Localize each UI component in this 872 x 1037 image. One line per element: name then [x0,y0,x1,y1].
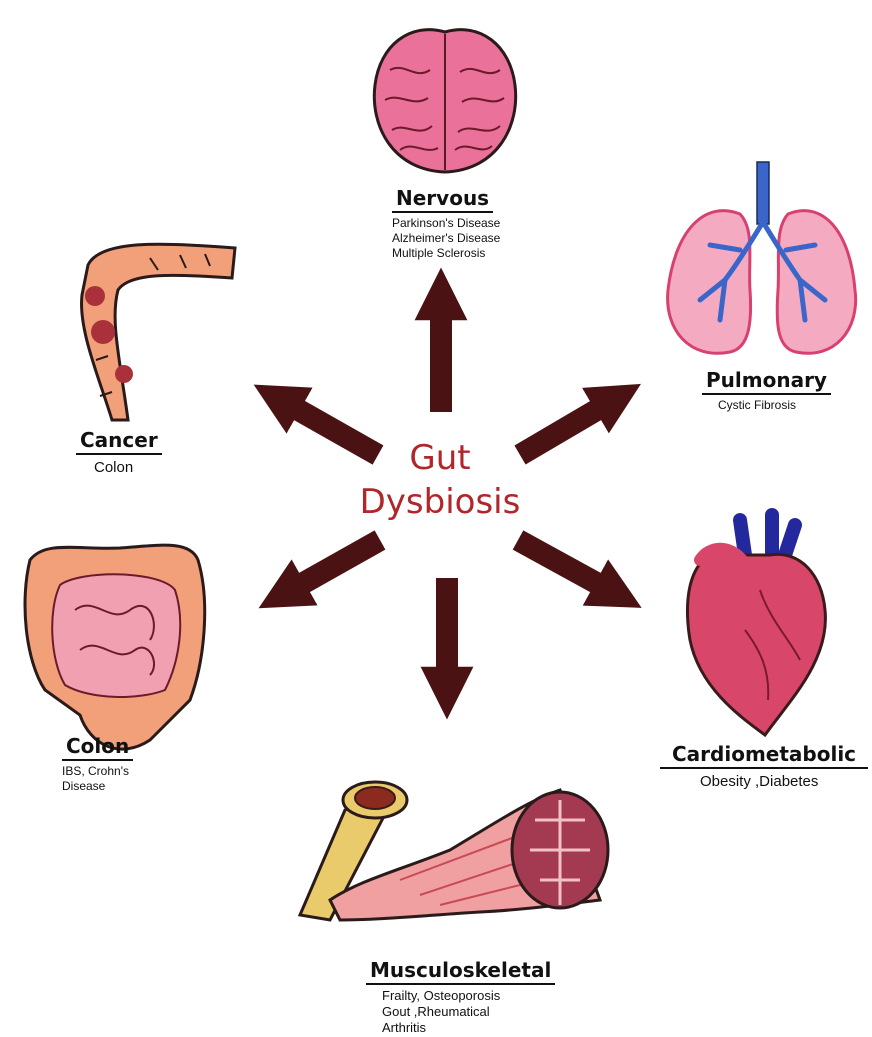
cancer-conditions: Colon [76,458,162,477]
intestines-icon [25,545,205,749]
pulmonary-heading: Pulmonary [702,368,831,395]
condition-item: Multiple Sclerosis [392,246,500,261]
cardiometabolic-label: Cardiometabolic Obesity ,Diabetes [660,742,868,791]
nervous-conditions: Parkinson's Disease Alzheimer's Disease … [392,216,500,261]
condition-item: Alzheimer's Disease [392,231,500,246]
nervous-label: Nervous Parkinson's Disease Alzheimer's … [392,186,500,261]
colon-label: Colon IBS, Crohn's Disease [62,734,133,794]
lungs-icon [668,162,856,353]
condition-item: Cystic Fibrosis [718,398,831,413]
cancer-label: Cancer Colon [76,428,162,477]
condition-item: Obesity ,Diabetes [700,772,868,791]
center-title-line2: Dysbiosis [340,480,540,524]
brain-icon [374,30,515,172]
pulmonary-label: Pulmonary Cystic Fibrosis [702,368,831,413]
colon-heading: Colon [62,734,133,761]
arrow-to-colon [300,540,380,585]
condition-item: Disease [62,779,133,794]
cardiometabolic-conditions: Obesity ,Diabetes [660,772,868,791]
arrow-to-cardiometabolic [518,540,600,585]
muscle-bone-icon [300,782,608,920]
cardiometabolic-heading: Cardiometabolic [660,742,868,769]
nervous-heading: Nervous [392,186,493,213]
cancer-heading: Cancer [76,428,162,455]
pulmonary-conditions: Cystic Fibrosis [702,398,831,413]
condition-item: Colon [94,458,162,477]
condition-item: Arthritis [382,1020,555,1036]
musculoskeletal-conditions: Frailty, Osteoporosis Gout ,Rheumatical … [366,988,555,1036]
condition-item: Gout ,Rheumatical [382,1004,555,1020]
musculoskeletal-label: Musculoskeletal Frailty, Osteoporosis Go… [366,958,555,1036]
center-title-line1: Gut [340,436,540,480]
condition-item: IBS, Crohn's [62,764,133,779]
colon-conditions: IBS, Crohn's Disease [62,764,133,794]
musculoskeletal-heading: Musculoskeletal [366,958,555,985]
condition-item: Frailty, Osteoporosis [382,988,555,1004]
condition-item: Parkinson's Disease [392,216,500,231]
colon-segment-icon [82,244,235,420]
center-title: Gut Dysbiosis [340,436,540,524]
heart-icon [687,515,825,735]
